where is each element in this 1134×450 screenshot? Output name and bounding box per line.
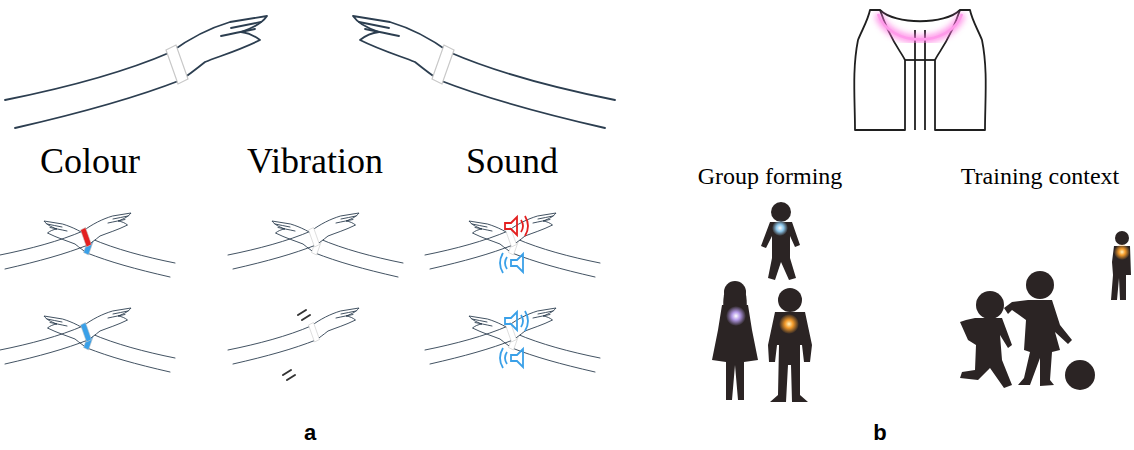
context-label: Training context (961, 163, 1119, 190)
context-label: Group forming (698, 163, 843, 190)
modality-label: Sound (466, 140, 558, 182)
panel-letter: b (873, 420, 886, 446)
panel-letter: a (304, 420, 316, 446)
modality-label: Vibration (247, 140, 383, 182)
modality-label: Colour (40, 140, 140, 182)
